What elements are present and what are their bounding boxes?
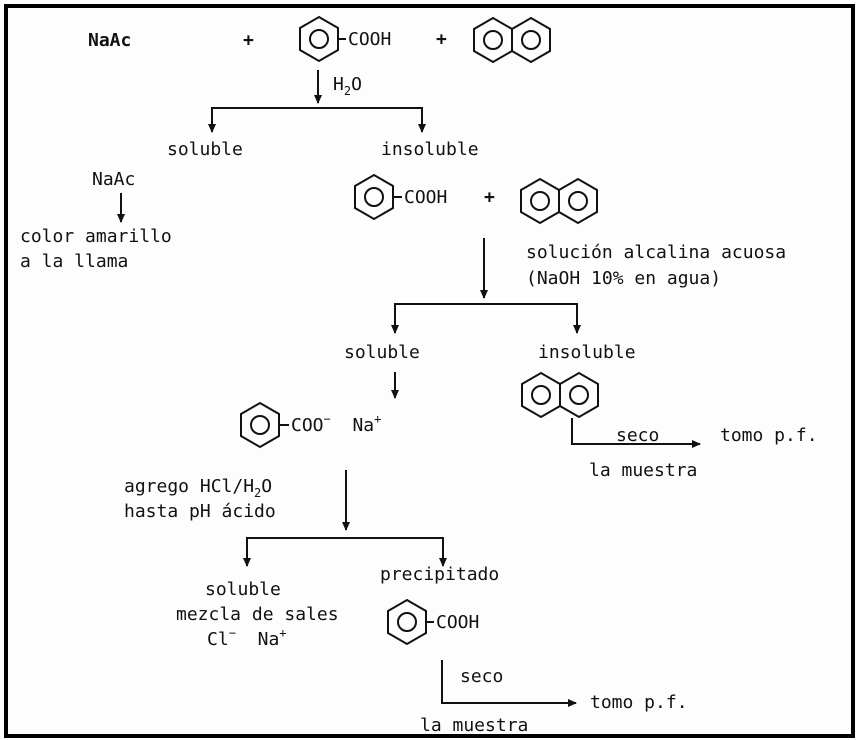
sample-label: la muestra [420, 715, 529, 736]
naac-label: NaAc [92, 169, 136, 190]
reactant-naac: NaAc [88, 30, 132, 51]
seco-label: seco [460, 666, 504, 687]
flame-result-line2: a la llama [20, 251, 129, 272]
melting-point-label: tomo p.f. [720, 425, 818, 446]
benzene-ring-top [299, 15, 346, 63]
precipitate-label: precipitado [380, 564, 500, 585]
benzene-ring-precipitate [387, 598, 434, 646]
acid-step-line1: agrego HCl/H2O [124, 476, 273, 500]
reagent-line1: solución alcalina acuosa [526, 242, 787, 263]
soluble-label: soluble [167, 139, 243, 160]
ions-label: Cl− Na+ [207, 626, 287, 650]
naphthalene-insoluble [521, 371, 599, 419]
plus-sign: + [436, 29, 447, 50]
cooh-label: COOH [348, 29, 392, 50]
salt-mixture-label: mezcla de sales [176, 604, 339, 625]
plus-sign: + [484, 187, 495, 208]
benzene-ring-benzoate [240, 401, 289, 449]
naphthalene-middle [520, 177, 598, 225]
split-2-bar [394, 303, 578, 330]
arrow-seco-1 [571, 418, 701, 448]
plus-sign: + [243, 30, 254, 51]
seco-label: seco [616, 425, 660, 446]
benzoate-label: COO− Na+ [291, 412, 382, 436]
insoluble-label: insoluble [381, 139, 479, 160]
soluble-label: soluble [205, 579, 281, 600]
split-1-bar [211, 107, 423, 130]
sample-label: la muestra [589, 460, 698, 481]
benzene-ring-middle [354, 173, 402, 221]
melting-point-label: tomo p.f. [590, 692, 688, 713]
cooh-label: COOH [436, 612, 480, 633]
split-3-bar [246, 537, 444, 562]
arrow-seco-2 [441, 660, 577, 707]
cooh-label: COOH [404, 187, 448, 208]
diagram-frame [4, 4, 855, 738]
naphthalene-top [473, 16, 551, 64]
flame-result-line1: color amarillo [20, 226, 172, 247]
insoluble-label: insoluble [538, 342, 636, 363]
acid-step-line2: hasta pH ácido [124, 501, 276, 522]
reagent-line2: (NaOH 10% en agua) [526, 268, 722, 289]
soluble-label: soluble [344, 342, 420, 363]
water-label: H2O [333, 74, 362, 98]
